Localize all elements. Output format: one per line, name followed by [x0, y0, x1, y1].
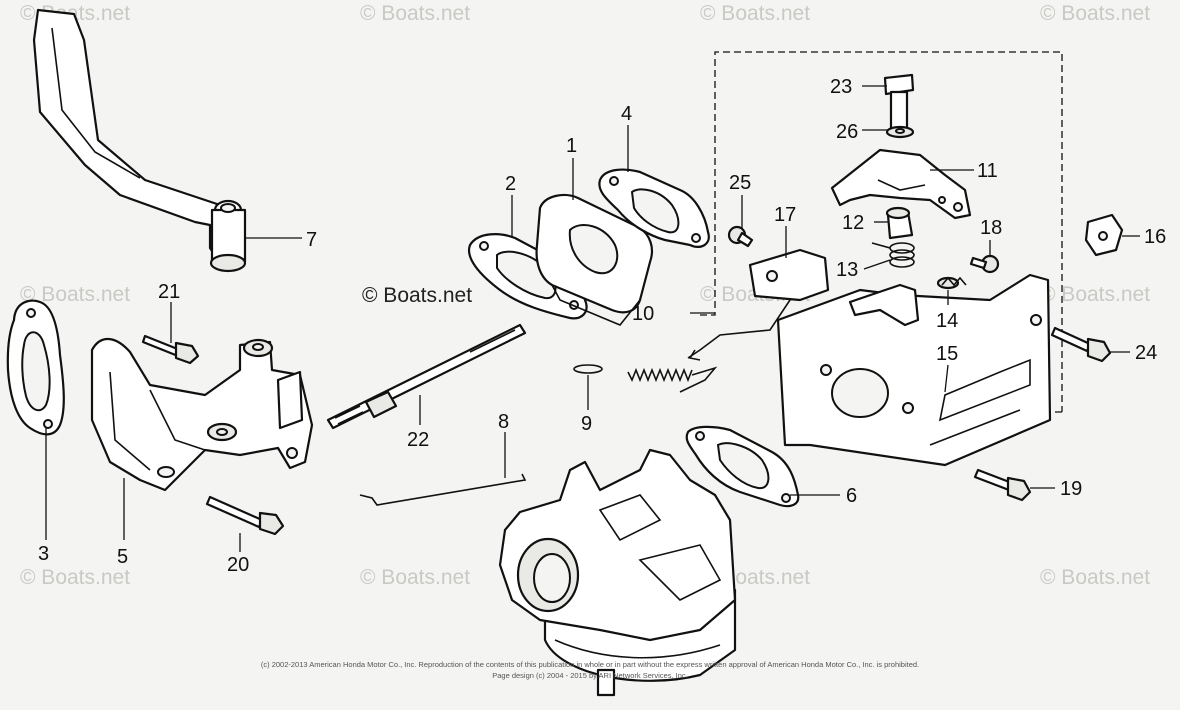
callout-26: 26	[836, 121, 858, 143]
callout-25: 25	[729, 172, 751, 194]
callout-7: 7	[306, 229, 317, 251]
watermark-mid-4: © Boats.net	[1040, 283, 1150, 306]
part-1-insulator	[535, 193, 654, 326]
part-carburetor	[498, 448, 737, 697]
watermark-bot-2: © Boats.net	[360, 566, 470, 589]
callout-16: 16	[1144, 226, 1166, 248]
part-17-choke-lever	[687, 248, 830, 361]
part-16-clip	[1084, 213, 1124, 257]
part-21-bolt	[141, 334, 200, 365]
part-3-gasket	[6, 299, 65, 436]
watermark-center: © Boats.net	[362, 284, 472, 307]
part-14-spring	[941, 276, 967, 287]
watermarks: © Boats.net © Boats.net © Boats.net © Bo…	[20, 2, 1150, 589]
part-24-bolt	[1050, 326, 1112, 363]
watermark-mid-1: © Boats.net	[20, 283, 130, 306]
callout-23: 23	[830, 76, 852, 98]
callout-18: 18	[980, 217, 1002, 239]
part-19-bolt	[973, 468, 1032, 502]
part-22-stud	[326, 323, 527, 430]
callout-15: 15	[936, 343, 958, 365]
callout-22: 22	[407, 429, 429, 451]
callout-9: 9	[581, 413, 592, 435]
watermark-top-2: © Boats.net	[360, 2, 470, 25]
part-8-rod	[359, 473, 527, 506]
callout-6: 6	[846, 485, 857, 507]
copyright-line-1: (c) 2002-2013 American Honda Motor Co., …	[261, 660, 919, 669]
callouts: 1 2 3 4 5 6 7 8 9 10 11 12 13 14 15 16 1…	[38, 76, 1166, 576]
part-23-bolt	[883, 73, 915, 136]
leader-lines	[45, 85, 1140, 552]
callout-14: 14	[936, 310, 958, 332]
watermark-bot-1: © Boats.net	[20, 566, 130, 589]
part-5-intake-manifold	[90, 337, 314, 492]
callout-11: 11	[977, 160, 998, 182]
part-6-gasket	[685, 425, 800, 508]
callout-8: 8	[498, 411, 509, 433]
callout-13: 13	[836, 259, 858, 281]
watermark-bot-4: © Boats.net	[1040, 566, 1150, 589]
part-18-screw	[969, 254, 1000, 274]
callout-2: 2	[505, 173, 516, 195]
part-2-gasket	[467, 233, 588, 320]
callout-24: 24	[1135, 342, 1157, 364]
part-12-collar	[885, 206, 914, 240]
part-13-spring	[871, 242, 915, 268]
part-11-governor-lever	[830, 148, 972, 220]
watermark-top-3: © Boats.net	[700, 2, 810, 25]
callout-17: 17	[774, 204, 796, 226]
footer-copyright: (c) 2002-2013 American Honda Motor Co., …	[261, 660, 919, 680]
part-20-bolt	[205, 495, 285, 536]
callout-4: 4	[621, 103, 632, 125]
part-4-gasket	[598, 168, 710, 248]
callout-20: 20	[227, 554, 249, 576]
callout-21: 21	[158, 281, 180, 303]
part-26-washer	[885, 125, 915, 139]
part-25-screw	[727, 225, 754, 248]
callout-10: 10	[632, 303, 654, 325]
callout-12: 12	[842, 212, 864, 234]
part-7-lever-arm	[32, 8, 247, 273]
callout-19: 19	[1060, 478, 1082, 500]
callout-1: 1	[566, 135, 577, 157]
watermark-top-4: © Boats.net	[1040, 2, 1150, 25]
callout-3: 3	[38, 543, 49, 565]
copyright-line-2: Page design (c) 2004 - 2015 by ARI Netwo…	[492, 671, 688, 680]
callout-5: 5	[117, 546, 128, 568]
part-9-spring	[573, 364, 718, 393]
